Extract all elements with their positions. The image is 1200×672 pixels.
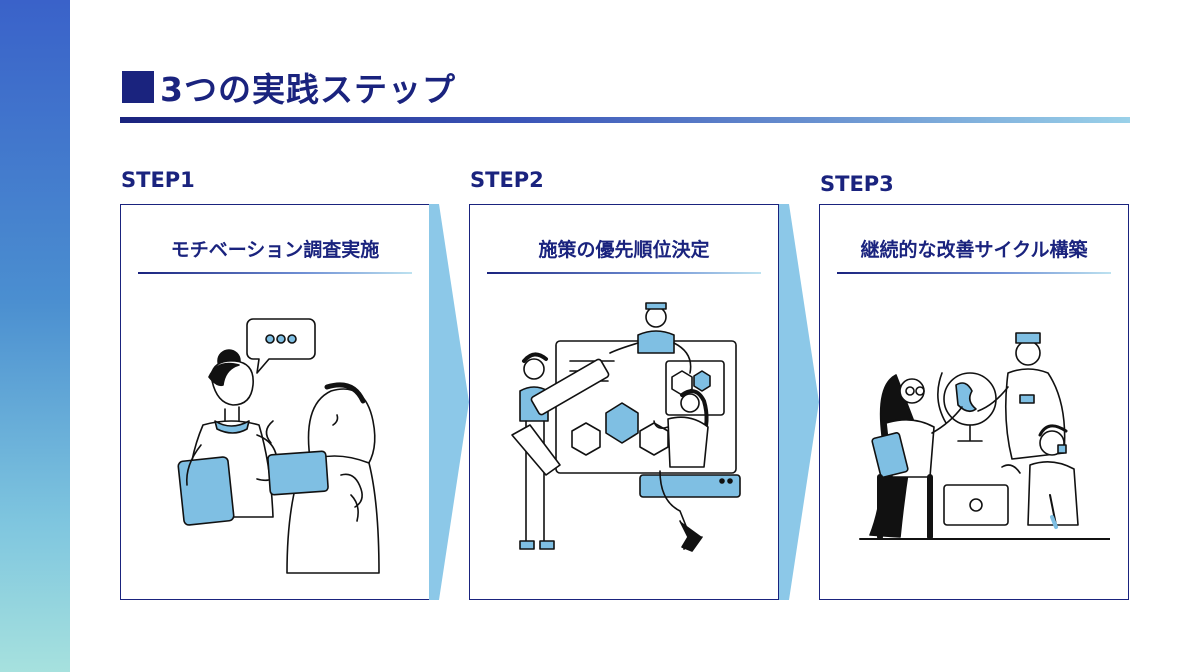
- step3-card: 継続的な改善サイクル構築: [819, 204, 1129, 600]
- page-title: 3つの実践ステップ: [122, 62, 456, 112]
- step1-label: STEP1: [121, 168, 195, 192]
- step2-heading-rule: [487, 272, 761, 274]
- step1-card: モチベーション調査実施: [120, 204, 430, 600]
- step3-label: STEP3: [820, 172, 894, 196]
- step3-heading-rule: [837, 272, 1111, 274]
- step2-card: 施策の優先順位決定: [469, 204, 779, 600]
- side-gradient-bar: [0, 0, 70, 672]
- step2-to-step3-arrow: [779, 204, 819, 600]
- step1-heading: モチベーション調査実施: [170, 239, 380, 261]
- step2-label: STEP2: [470, 168, 544, 192]
- title-underline: [120, 117, 1130, 123]
- page-title-text: 3つの実践ステップ: [160, 70, 456, 109]
- step1-heading-rule: [138, 272, 412, 274]
- two-women-conversation-illustration: [177, 318, 380, 574]
- step3-heading: 継続的な改善サイクル構築: [860, 239, 1088, 261]
- step1-to-step2-arrow: [429, 204, 469, 600]
- step2-heading: 施策の優先順位決定: [538, 239, 710, 261]
- team-building-board-illustration: [511, 302, 741, 552]
- title-square-marker: [122, 71, 154, 103]
- team-with-globe-illustration: [859, 332, 1110, 540]
